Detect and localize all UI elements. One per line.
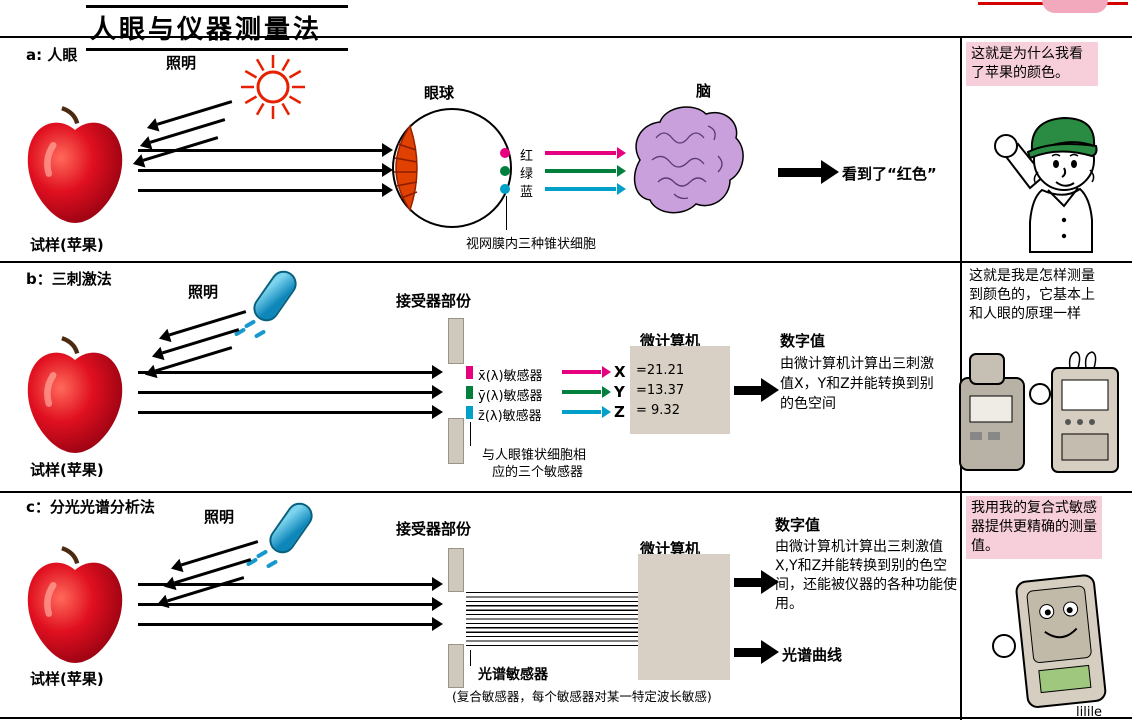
cone-dot-green — [500, 166, 510, 176]
digital-value-label-b: 数字值 — [780, 332, 826, 350]
sensor-note-line2: 应的三个敏感器 — [492, 465, 584, 480]
retina-connector-line — [506, 196, 507, 230]
cone-label-blue: 蓝 — [520, 185, 534, 200]
computer-box-c — [638, 554, 730, 680]
spectrum-lines — [466, 592, 638, 648]
sensor-chip-y — [466, 386, 473, 399]
sensor-chip-z — [466, 406, 473, 419]
eyeball-icon — [392, 108, 512, 228]
computer-label-c: 微计算机 — [640, 540, 701, 558]
header-divider — [0, 36, 1132, 38]
illumination-ray-arrow — [144, 100, 233, 135]
watermark: lilile — [1076, 705, 1103, 720]
digital-value-text-c: 由微计算机计算出三刺激值X,Y和Z并能转换到别的色空间，还能被仪器的各种功能使用… — [775, 539, 957, 612]
boy-cartoon — [994, 116, 1098, 253]
sample-label-b: 试样(苹果) — [30, 461, 104, 479]
retina-note: 视网膜内三种锥状细胞 — [466, 237, 597, 252]
section-b-c-divider — [0, 491, 1132, 493]
apple-icon — [20, 336, 130, 456]
sun-icon — [241, 55, 305, 119]
receptor-bar — [448, 418, 464, 464]
sensor-note-connector — [470, 422, 471, 446]
lamp-ray — [255, 549, 269, 559]
digital-value-label-c: 数字值 — [775, 516, 821, 534]
speech-bubble-a: 这就是为什么我看了苹果的颜色。 — [966, 42, 1098, 86]
sensor-symbol-y: Y — [614, 383, 625, 401]
lamp-icon-b — [248, 265, 302, 327]
receptor-label-c: 接受器部份 — [396, 520, 472, 538]
eyeball-label: 眼球 — [424, 84, 455, 102]
spectrophotometer-cartoon — [992, 574, 1107, 708]
result-text: 看到了“红色” — [842, 165, 937, 183]
spectral-sensor-connector — [470, 650, 471, 666]
lamp-icon-c — [264, 497, 318, 559]
section-b-label: b：三刺激法 — [26, 270, 112, 288]
computer-label-b: 微计算机 — [640, 332, 701, 350]
cone-label-green: 绿 — [520, 167, 534, 182]
computer-box-b — [630, 346, 730, 434]
receptor-bar — [448, 318, 464, 364]
sensor-note-line1: 与人眼锥状细胞相 — [482, 448, 587, 463]
sensor-symbol-z: Z — [614, 403, 625, 421]
apple-icon — [20, 106, 130, 226]
receptor-bar — [448, 644, 464, 688]
cone-dot-blue — [500, 184, 510, 194]
section-a-label: a: 人眼 — [26, 46, 78, 64]
page-title: 人眼与仪器测量法 — [86, 5, 349, 51]
spectral-sensor-note: (复合敏感器，每个敏感器对某一特定波长敏感) — [452, 689, 712, 704]
digital-value-text-b: 由微计算机计算出三刺激值X，Y和Z并能转换到别的色空间 — [780, 356, 934, 412]
sample-label-a: 试样(苹果) — [30, 236, 104, 254]
value-z: = 9.32 — [636, 403, 680, 418]
right-column-divider — [960, 36, 962, 720]
spectral-curve-label: 光谱曲线 — [782, 646, 843, 664]
cone-label-red: 红 — [520, 149, 534, 164]
sample-label-c: 试样(苹果) — [30, 670, 104, 688]
sensor-symbol-x: X — [614, 363, 626, 381]
sensor-chip-x — [466, 366, 473, 379]
lamp-ray — [253, 329, 267, 339]
cone-dot-red — [500, 148, 510, 158]
brain-label: 脑 — [696, 82, 712, 100]
top-decoration-shape — [1042, 0, 1108, 13]
illumination-label-a: 照明 — [166, 54, 197, 72]
section-c-label: c：分光光谱分析法 — [26, 498, 155, 516]
illumination-label-c: 照明 — [204, 508, 235, 526]
value-x: =21.21 — [636, 363, 685, 378]
value-y: =13.37 — [636, 383, 685, 398]
speech-bubble-b: 这就是我是怎样测量到颜色的，它基本上和人眼的原理一样 — [969, 268, 1095, 322]
speech-bubble-c: 我用我的复合式敏感器提供更精确的测量值。 — [966, 496, 1102, 559]
receptor-label-b: 接受器部份 — [396, 292, 472, 310]
bottom-border — [0, 717, 1132, 719]
sensor-name-y: ȳ(λ)敏感器 — [478, 389, 543, 404]
lamp-ray — [243, 319, 257, 329]
brain-icon — [633, 106, 744, 214]
receptor-bar — [448, 548, 464, 592]
apple-icon — [20, 546, 130, 666]
section-a-b-divider — [0, 261, 1132, 263]
lamp-ray — [265, 559, 279, 569]
spectral-sensor-label: 光谱敏感器 — [478, 667, 548, 683]
illumination-label-b: 照明 — [188, 283, 219, 301]
instruments-cartoon — [959, 351, 1119, 473]
sensor-name-z: z̄(λ)敏感器 — [478, 409, 542, 424]
sensor-name-x: x̄(λ)敏感器 — [478, 369, 543, 384]
